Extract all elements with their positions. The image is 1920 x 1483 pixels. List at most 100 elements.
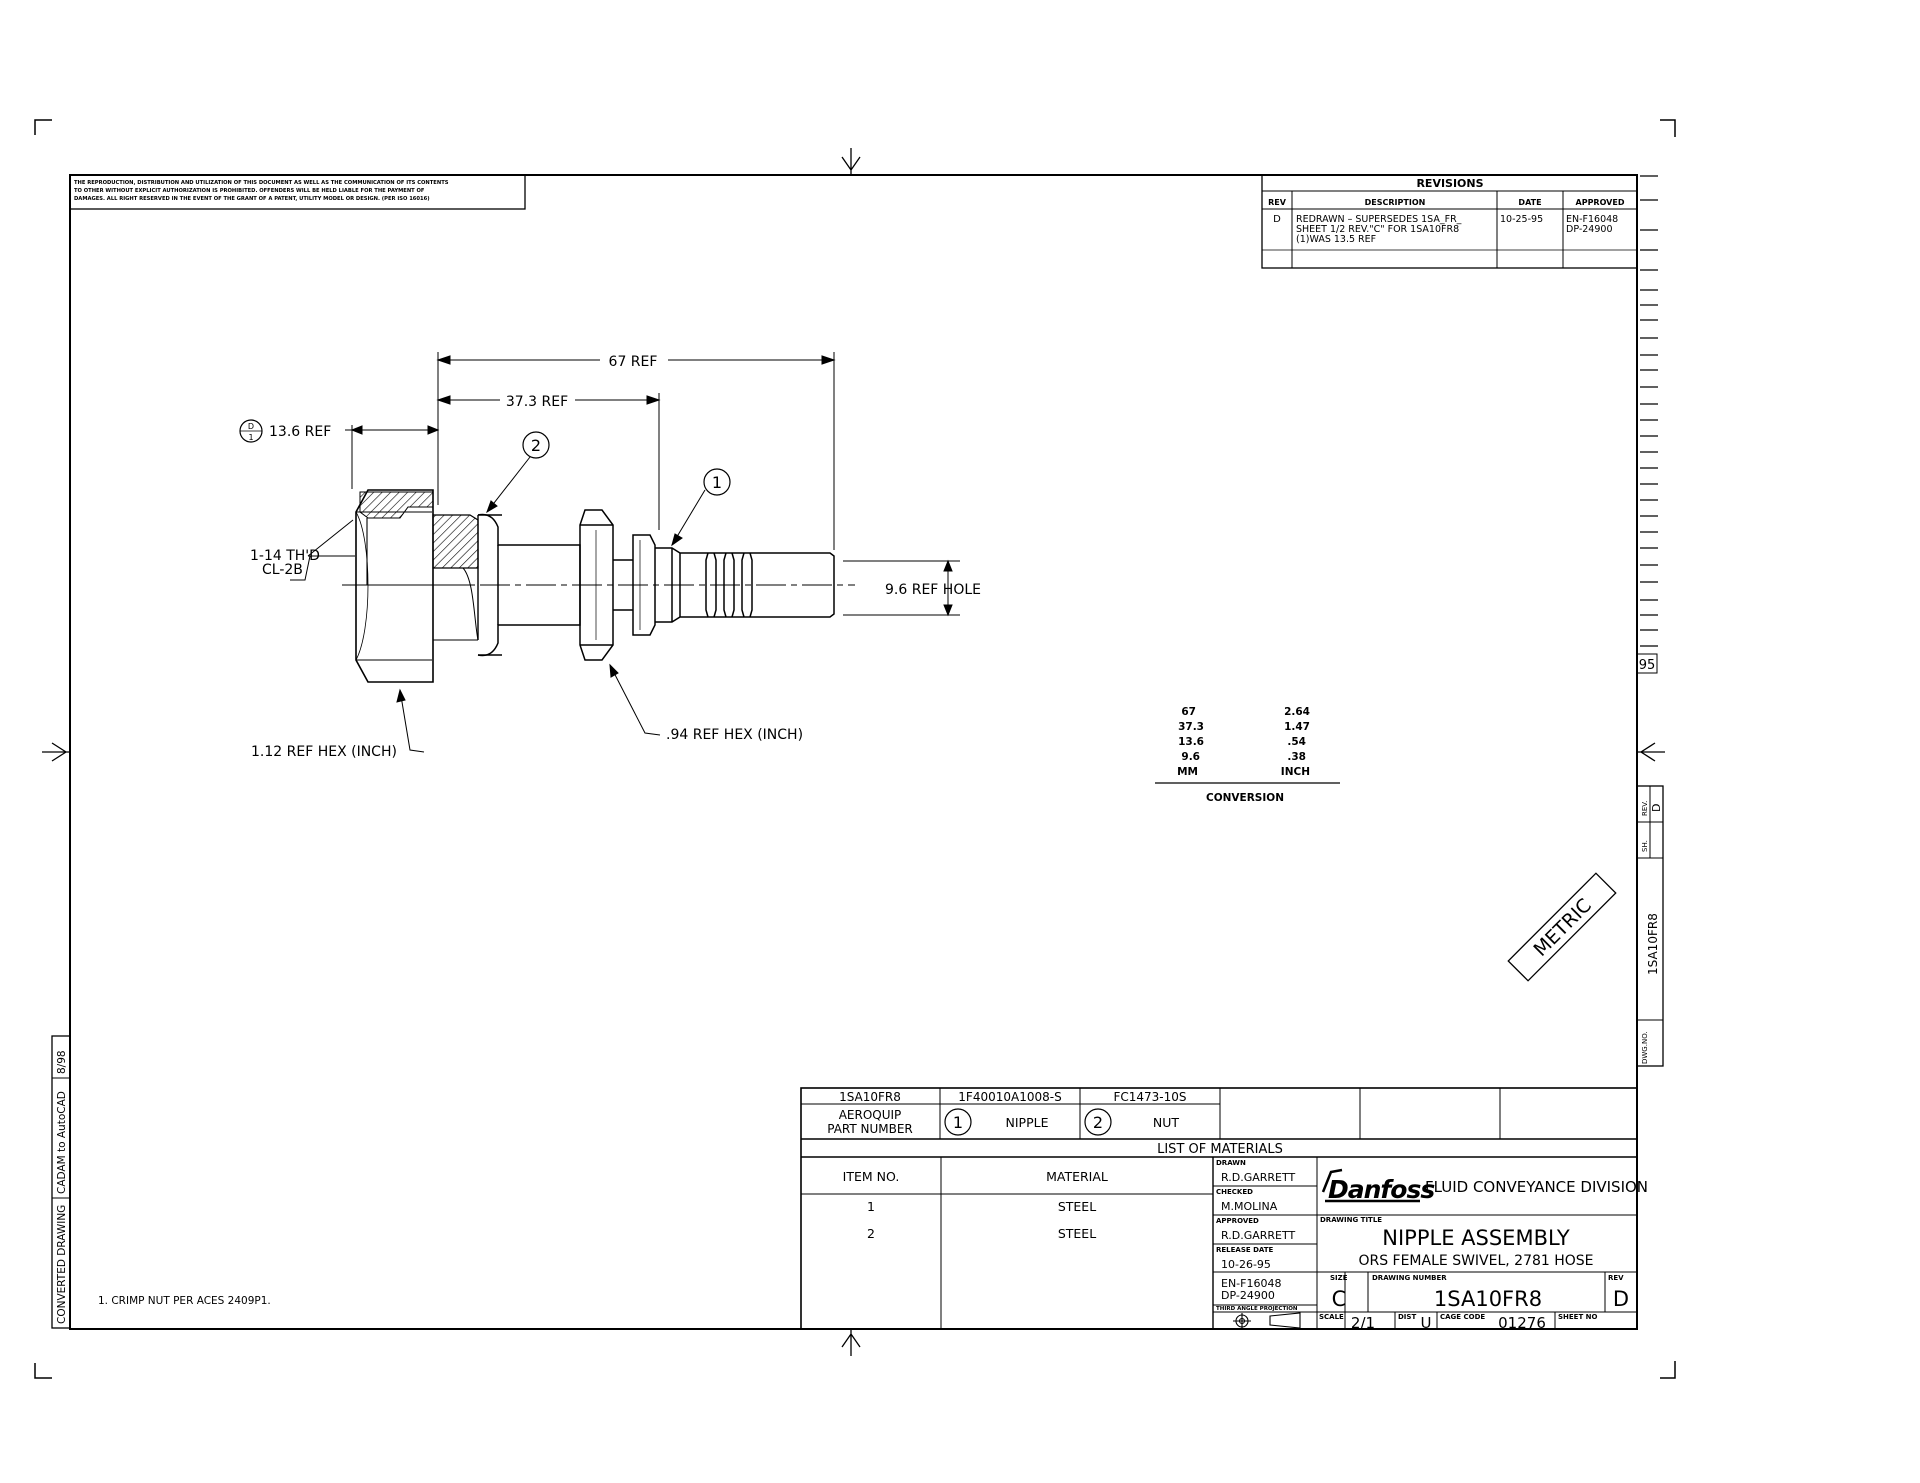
bom-part-number-assembly: 1SA10FR8 [839, 1090, 901, 1104]
convert-date: 8/98 [56, 1050, 68, 1074]
diameter-flag: D [248, 422, 254, 431]
metric-label: METRIC [1529, 894, 1596, 961]
date-header: DATE [1518, 198, 1541, 207]
thread-spec-1: 1-14 TH'D [250, 548, 320, 564]
list-of-materials: 1SA10FR8 1F40010A1008-S FC1473-10S AEROQ… [800, 1087, 1638, 1330]
revision-letter: D [1273, 214, 1281, 225]
size-label: SIZE [1330, 1274, 1348, 1282]
side-sheet-label: SH. [1641, 840, 1649, 852]
swivel-nut [355, 489, 472, 683]
converted-label: CONVERTED DRAWING [56, 1205, 68, 1324]
rev-label: REV [1608, 1274, 1624, 1282]
conv-unit-inch: INCH [1281, 766, 1310, 778]
metric-stamp: METRIC [1507, 872, 1617, 982]
release-date: 10-26-95 [1221, 1258, 1271, 1271]
cadam-label: CADAM to AutoCAD [56, 1091, 68, 1194]
conv-title: CONVERSION [1206, 792, 1284, 804]
bom-title: LIST OF MATERIALS [1157, 1142, 1283, 1157]
edge-ticks [1640, 175, 1658, 647]
dim-overall-length: 67 REF [609, 354, 658, 370]
conv-inch-2: 1.47 [1284, 721, 1310, 733]
danfoss-logo: Danfoss [1321, 1168, 1435, 1204]
conv-inch-3: .54 [1287, 736, 1306, 748]
bom-row-2-item: 2 [867, 1226, 875, 1241]
revision-approved-2: DP-24900 [1566, 224, 1612, 235]
revision: D [1613, 1287, 1629, 1311]
bom-item-nipple: NIPPLE [1006, 1115, 1049, 1130]
title-block: DRAWN R.D.GARRETT CHECKED M.MOLINA APPRO… [1213, 1157, 1648, 1332]
bom-part-number-nut: FC1473-10S [1113, 1090, 1186, 1104]
bom-part-number-nipple: 1F40010A1008-S [958, 1090, 1061, 1104]
dim-nut-length: 37.3 REF [506, 394, 568, 410]
conv-unit-mm: MM [1177, 766, 1198, 778]
part-number-label: PART NUMBER [827, 1122, 913, 1136]
conv-inch-4: .38 [1287, 751, 1306, 763]
nipple-assembly-view: 67 REF 37.3 REF D 1 13.6 REF 1-14 TH'D C… [239, 352, 981, 760]
dimension-labels: 67 REF 37.3 REF D 1 13.6 REF 1-14 TH'D C… [239, 354, 981, 760]
converted-stamp: CONVERTED DRAWING CADAM to AutoCAD 8/98 [51, 1035, 71, 1329]
bom-balloon-1: 1 [953, 1113, 963, 1132]
scale: 2/1 [1351, 1314, 1375, 1332]
side-rev-label: REV. [1641, 801, 1649, 816]
thread-spec-2: CL-2B [262, 562, 303, 578]
revision-description-3: (1)WAS 13.5 REF [1296, 234, 1376, 245]
rev-header: REV [1268, 198, 1287, 207]
nipple-body [477, 509, 835, 661]
dim-diameter: 13.6 REF [269, 424, 331, 440]
conv-mm-2: 37.3 [1178, 721, 1204, 733]
bom-header-item: ITEM NO. [843, 1169, 900, 1184]
bom-balloon-2: 2 [1093, 1113, 1103, 1132]
checked-label: CHECKED [1216, 1188, 1253, 1196]
scale-label: SCALE [1319, 1313, 1344, 1321]
revisions-block: REVISIONS REV DESCRIPTION DATE APPROVED … [1261, 174, 1638, 269]
eco-number-2: DP-24900 [1221, 1289, 1275, 1302]
revision-approved-1: EN-F16048 [1566, 214, 1618, 225]
side-drawing-number: 1SA10FR8 [1646, 913, 1660, 975]
revision-date: 10-25-95 [1500, 214, 1543, 225]
bom-header-material: MATERIAL [1046, 1169, 1108, 1184]
projection-label: THIRD ANGLE PROJECTION [1216, 1306, 1298, 1312]
drawn-label: DRAWN [1216, 1159, 1246, 1167]
sheet-number-label: SHEET NO [1558, 1313, 1598, 1321]
checked-by: M.MOLINA [1221, 1200, 1278, 1213]
drawing-number: 1SA10FR8 [1434, 1287, 1542, 1311]
cage-code-label: CAGE CODE [1440, 1313, 1485, 1321]
bom-item-nut: NUT [1153, 1115, 1179, 1130]
bom-row-2-material: STEEL [1058, 1226, 1096, 1241]
conv-mm-1: 67 [1181, 706, 1196, 718]
nipple-seal [432, 514, 502, 656]
balloon-item-2: 2 [531, 436, 541, 455]
general-note: 1. CRIMP NUT PER ACES 2409P1. [98, 1295, 271, 1307]
drawn-by: R.D.GARRETT [1221, 1171, 1296, 1184]
dim-hole: 9.6 REF HOLE [885, 582, 981, 598]
notice-line-3: DAMAGES. ALL RIGHT RESERVED IN THE EVENT… [74, 196, 430, 202]
division-name: FLUID CONVEYANCE DIVISION [1425, 1178, 1648, 1196]
logo-text: Danfoss [1328, 1175, 1434, 1204]
conv-mm-3: 13.6 [1178, 736, 1204, 748]
dim-hex-large: 1.12 REF HEX (INCH) [251, 744, 397, 760]
distribution: U [1421, 1314, 1432, 1332]
centering-marks [42, 148, 1665, 1356]
side-drawing-number-label: DWG.NO. [1641, 1031, 1649, 1064]
dimension-lines [290, 352, 960, 753]
approved-header: APPROVED [1576, 198, 1625, 207]
edge-mark-label: 95 [1639, 658, 1656, 673]
description-header: DESCRIPTION [1365, 198, 1426, 207]
crop-marks [34, 119, 1676, 1379]
revision-description-2: SHEET 1/2 REV."C" FOR 1SA10FR8 [1296, 224, 1459, 235]
conv-mm-4: 9.6 [1181, 751, 1200, 763]
dist-label: DIST [1398, 1313, 1416, 1321]
notice-line-1: THE REPRODUCTION, DISTRIBUTION AND UTILI… [74, 180, 449, 186]
eco-number-1: EN-F16048 [1221, 1277, 1281, 1290]
dim-hex-small: .94 REF HEX (INCH) [666, 727, 803, 743]
bom-row-1-item: 1 [867, 1199, 875, 1214]
third-angle-projection-icon [1233, 1312, 1301, 1329]
bom-row-1-material: STEEL [1058, 1199, 1096, 1214]
conversion-table: 67 2.64 37.3 1.47 13.6 .54 9.6 .38 MM IN… [1155, 706, 1340, 804]
drawing-title-sub: ORS FEMALE SWIVEL, 2781 HOSE [1358, 1253, 1593, 1269]
revision-description-1: REDRAWN – SUPERSEDES 1SA_FR_ [1296, 214, 1462, 225]
cage-code: 01276 [1498, 1314, 1546, 1332]
edge-mark: 95 [1636, 653, 1658, 674]
release-label: RELEASE DATE [1216, 1246, 1274, 1254]
notice-line-2: TO OTHER WITHOUT EXPLICIT AUTHORIZATION … [74, 188, 425, 194]
